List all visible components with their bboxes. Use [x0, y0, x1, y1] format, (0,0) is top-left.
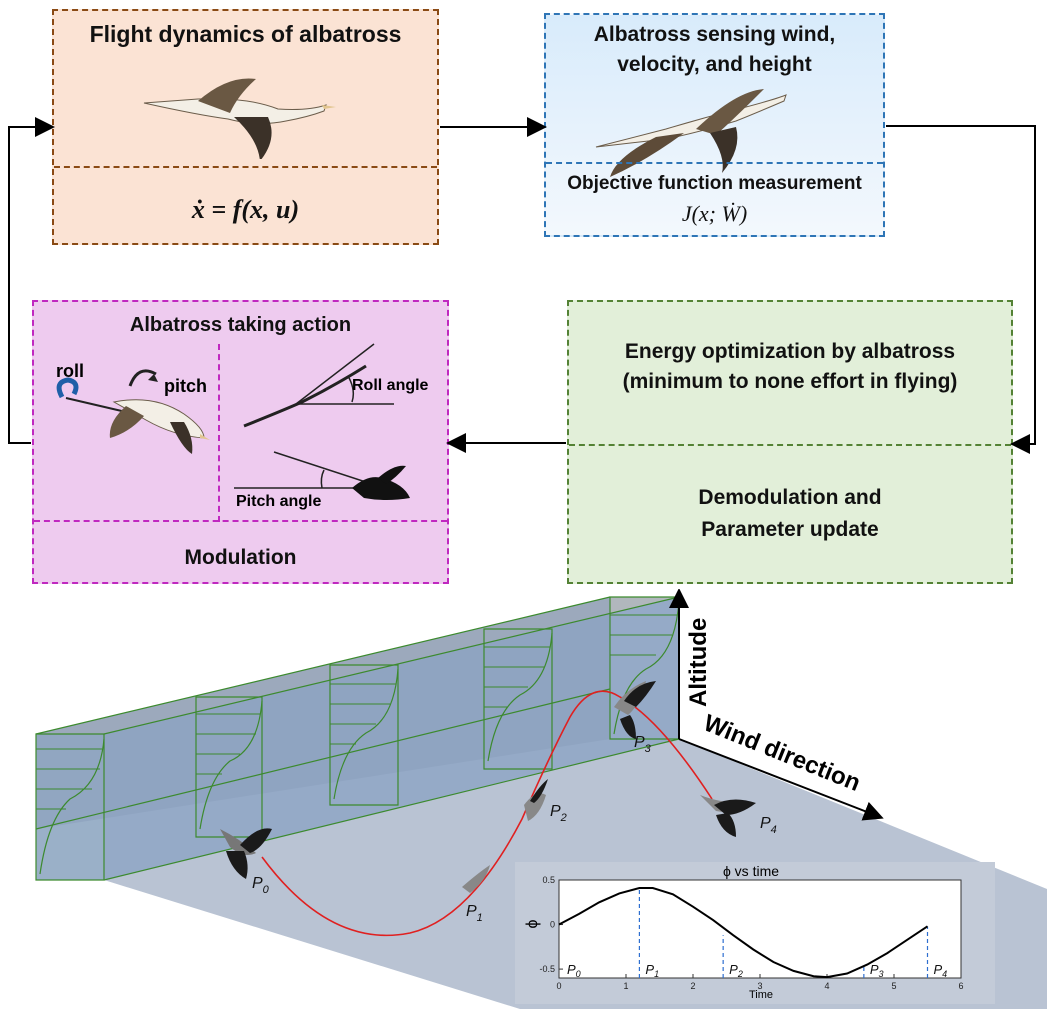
chart-ylabel: ϕ	[524, 919, 541, 928]
x-tick-label: 1	[623, 981, 628, 991]
action-box: Albatross taking action Modulation roll …	[32, 300, 449, 584]
point-label-letter: P	[252, 875, 263, 892]
sensing-divider	[546, 162, 883, 164]
marker-label: P3	[870, 962, 884, 979]
roll-angle-label: Roll angle	[352, 377, 429, 394]
action-title: Albatross taking action	[129, 314, 352, 336]
chart-xlabel: Time	[749, 989, 773, 1001]
phi-series-line	[558, 887, 929, 979]
x-tick-label: 5	[891, 981, 896, 991]
point-label-4: P4	[760, 815, 777, 836]
point-label-sub: 2	[560, 812, 567, 824]
roll-arrow-icon	[56, 377, 79, 399]
point-label-3: P3	[634, 734, 652, 755]
flow-arrows	[8, 117, 1036, 454]
roll-angle-line	[295, 343, 375, 405]
dynamics-title: Flight dynamics of albatross	[89, 21, 402, 47]
chart-plot-area	[558, 879, 962, 979]
dynamics-divider	[54, 166, 437, 168]
x-tick-label: 6	[958, 981, 963, 991]
action-illustrations: roll pitch Roll angle Pitch angle	[56, 343, 429, 510]
chart-title: ϕ vs time	[723, 863, 779, 879]
box-back	[36, 597, 610, 829]
albatross-icon	[220, 681, 756, 893]
action-vertical-divider	[218, 344, 220, 522]
point-label-letter: P	[634, 734, 645, 751]
pitch-label: pitch	[164, 376, 207, 396]
point-label-0: P0	[252, 875, 270, 896]
y-tick-label: 0.5	[542, 875, 555, 885]
energy-divider	[569, 444, 1011, 446]
y-tick-label: -0.5	[539, 964, 555, 974]
point-label-sub: 0	[263, 884, 270, 896]
wind-axis	[678, 738, 884, 821]
arrow-action-to-dynamics	[8, 117, 55, 444]
arrow-sensing-to-energy	[886, 125, 1036, 454]
point-label-letter: P	[550, 803, 561, 820]
action-divider	[34, 520, 447, 522]
energy-bottom-line1: Demodulation and	[698, 486, 882, 509]
point-label-letter: P	[760, 815, 771, 832]
marker-label: P2	[729, 962, 743, 979]
point-label-letter: P	[466, 903, 477, 920]
marker-label: P4	[934, 962, 948, 979]
point-label-2: P2	[550, 803, 567, 824]
albatross-icon	[595, 89, 787, 177]
pitch-arrow-icon	[128, 369, 157, 387]
dynamics-box: Flight dynamics of albatross ẋ = f(x, u)	[52, 9, 439, 245]
pitch-angle-label: Pitch angle	[236, 493, 321, 510]
sensing-title-line2: velocity, and height	[617, 53, 812, 76]
y-tick-label: 0	[550, 920, 555, 930]
marker-label: P1	[645, 962, 659, 979]
sensing-box: Albatross sensing wind, velocity, and he…	[544, 13, 885, 237]
x-tick-label: 2	[690, 981, 695, 991]
albatross-icon	[109, 399, 210, 454]
point-label-sub: 3	[645, 743, 652, 755]
x-tick-label: 4	[824, 981, 829, 991]
x-tick-label: 0	[556, 981, 561, 991]
sensing-equation: J(x; Ẇ)	[681, 201, 748, 226]
sensing-title-line1: Albatross sensing wind,	[593, 23, 836, 46]
energy-title-line1: Energy optimization by albatross	[624, 340, 956, 363]
energy-bottom-line2: Parameter update	[701, 518, 879, 541]
point-label-1: P1	[466, 903, 483, 924]
point-label-sub: 1	[477, 912, 483, 924]
point-label-sub: 4	[771, 824, 777, 836]
altitude-label: Altitude	[685, 618, 712, 707]
dynamics-equation: ẋ = f(x, u)	[191, 195, 300, 224]
roll-axis	[65, 397, 127, 413]
energy-title-line2: (minimum to none effort in flying)	[622, 370, 958, 393]
roll-label: roll	[56, 361, 84, 381]
start-label: P0	[567, 962, 581, 979]
action-bottom: Modulation	[184, 546, 297, 569]
x-tick-label: 3	[757, 981, 762, 991]
albatross-icon	[143, 78, 336, 159]
sensing-sub-title: Objective function measurement	[567, 173, 862, 194]
